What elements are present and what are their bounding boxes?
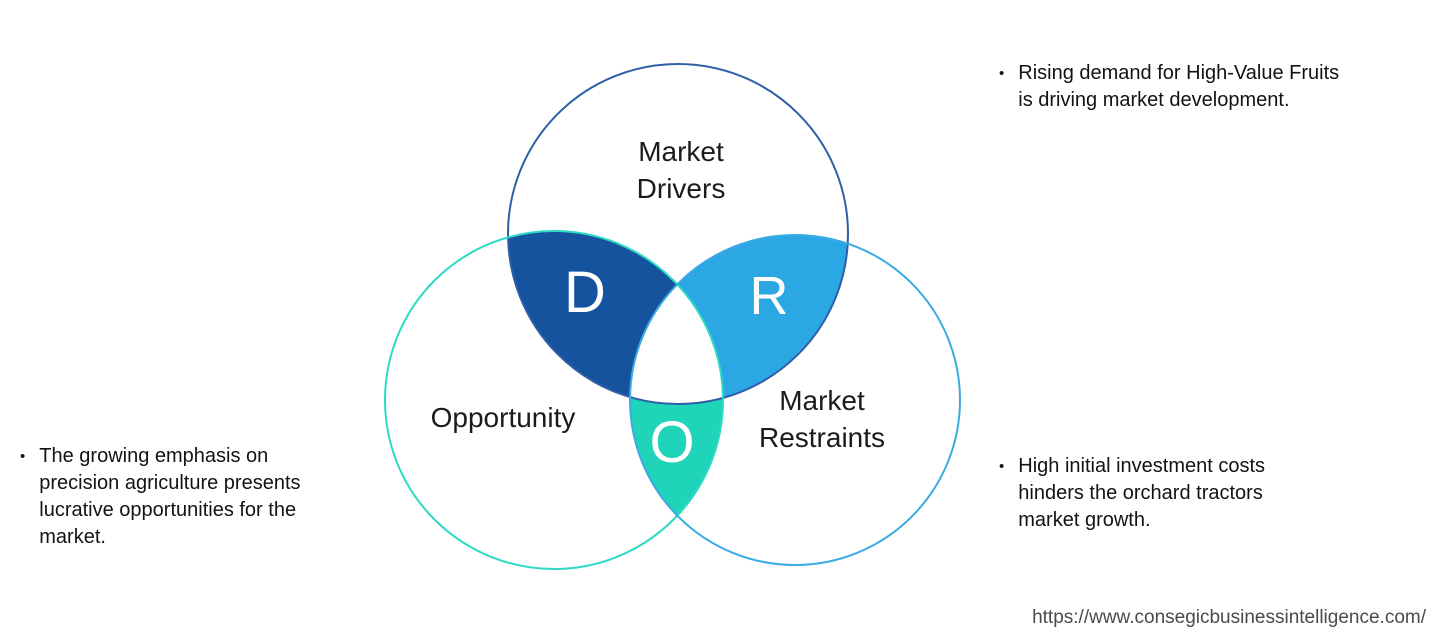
opportunity-letter: O bbox=[649, 409, 695, 475]
restraint-note-text: High initial investment costs hinders th… bbox=[1018, 455, 1266, 531]
opportunity-note: • The growing emphasis on precision agri… bbox=[20, 443, 380, 551]
restraints-label: Market Restraints bbox=[758, 385, 886, 453]
drivers-label: Market Drivers bbox=[636, 136, 726, 204]
opportunity-label: Opportunity bbox=[430, 402, 576, 433]
restraint-note: • High initial investment costs hinders … bbox=[999, 453, 1379, 534]
drivers-letter: D bbox=[564, 259, 606, 325]
source-url: https://www.consegicbusinessintelligence… bbox=[1032, 607, 1426, 628]
bullet-icon: • bbox=[999, 65, 1005, 82]
opportunity-note-text: The growing emphasis on precision agricu… bbox=[39, 445, 301, 548]
restraints-circle-outline bbox=[629, 234, 961, 566]
driver-note-text: Rising demand for High-Value Fruits is d… bbox=[1018, 62, 1340, 111]
bullet-icon: • bbox=[999, 458, 1005, 475]
driver-note: • Rising demand for High-Value Fruits is… bbox=[999, 60, 1419, 114]
drivers-circle-outline bbox=[507, 63, 849, 405]
bullet-icon: • bbox=[20, 448, 26, 465]
restraints-letter: R bbox=[749, 266, 789, 326]
opportunity-circle-outline bbox=[384, 230, 724, 570]
